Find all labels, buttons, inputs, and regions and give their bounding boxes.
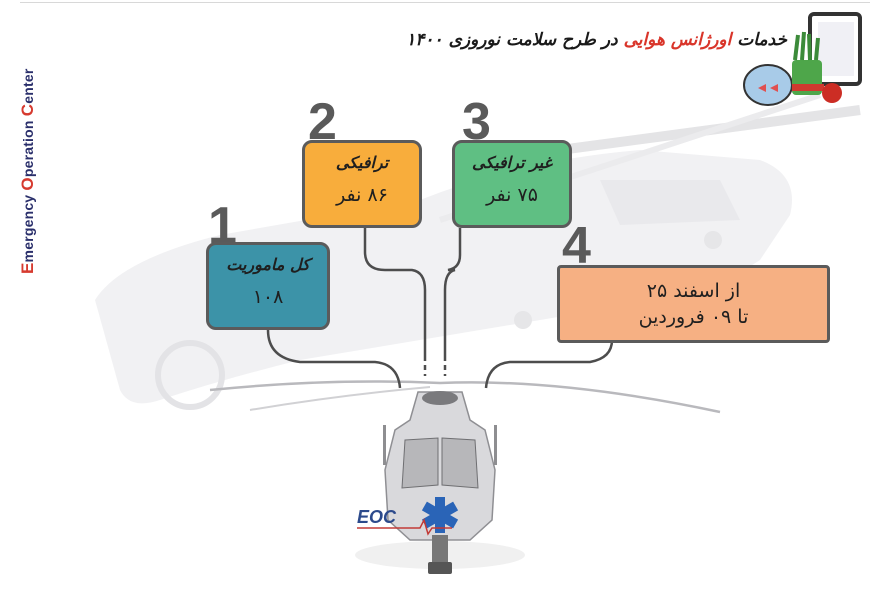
date-range-start: از اسفند ۲۵ (646, 280, 741, 302)
card-date-range: از اسفند ۲۵ تا ۰۹ فروردین (557, 265, 830, 343)
card-heading: ترافیکی (335, 153, 389, 172)
date-range-end: تا ۰۹ فروردین (638, 306, 749, 328)
page-title: خدمات اورژانس هوایی در طرح سلامت نوروزی … (406, 30, 787, 50)
helicopter-front-illustration (355, 391, 525, 574)
card-heading: غیر ترافیکی (472, 153, 552, 172)
card-value: ۷۵ نفر (486, 184, 538, 206)
card-number-2: 2 (308, 93, 337, 151)
card-non-traffic: غیر ترافیکی ۷۵ نفر (452, 140, 572, 228)
eoc-logo: EOC (357, 507, 397, 527)
top-divider (20, 2, 870, 3)
emergency-operation-center-label: Emergency Operation Center (18, 68, 37, 274)
card-traffic: ترافیکی ۸۶ نفر (302, 140, 422, 228)
nowruz-decoration-icon (743, 12, 862, 106)
card-total-missions: کل ماموریت ۱۰۸ (206, 242, 330, 330)
star-of-life-icon (421, 497, 459, 533)
card-value: ۸۶ نفر (336, 184, 388, 206)
card-number-4: 4 (562, 217, 591, 275)
card-heading: کل ماموریت (226, 255, 310, 274)
card-value: ۱۰۸ (252, 286, 284, 308)
card-number-3: 3 (462, 93, 491, 151)
